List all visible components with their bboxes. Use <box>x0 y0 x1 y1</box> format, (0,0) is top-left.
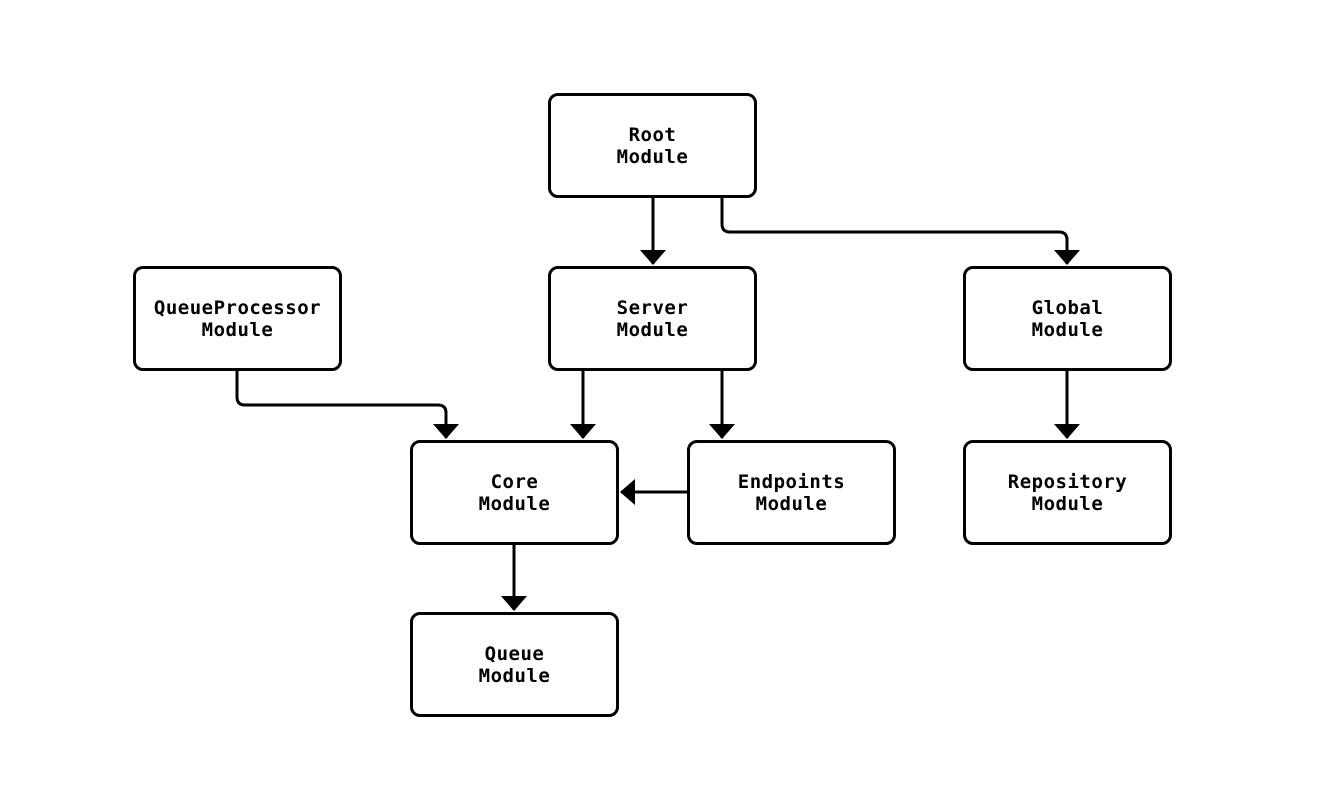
node-label: Queue Module <box>478 642 551 687</box>
node-label: Global Module <box>1031 296 1104 341</box>
node-label: Server Module <box>616 296 689 341</box>
node-label: Endpoints Module <box>737 470 846 515</box>
node-server-module: Server Module <box>548 266 757 371</box>
edge-queueprocessor-to-core <box>235 371 459 439</box>
node-endpoints-module: Endpoints Module <box>687 440 896 545</box>
node-label: QueueProcessor Module <box>153 296 322 341</box>
node-core-module: Core Module <box>410 440 619 545</box>
node-queue-module: Queue Module <box>410 612 619 717</box>
node-global-module: Global Module <box>963 266 1172 371</box>
node-label: Core Module <box>478 470 551 515</box>
edge-root-to-global <box>720 198 1080 265</box>
node-label: Repository Module <box>1007 470 1128 515</box>
node-label: Root Module <box>616 123 689 168</box>
node-root-module: Root Module <box>548 93 757 198</box>
node-repository-module: Repository Module <box>963 440 1172 545</box>
node-queueprocessor-module: QueueProcessor Module <box>133 266 342 371</box>
